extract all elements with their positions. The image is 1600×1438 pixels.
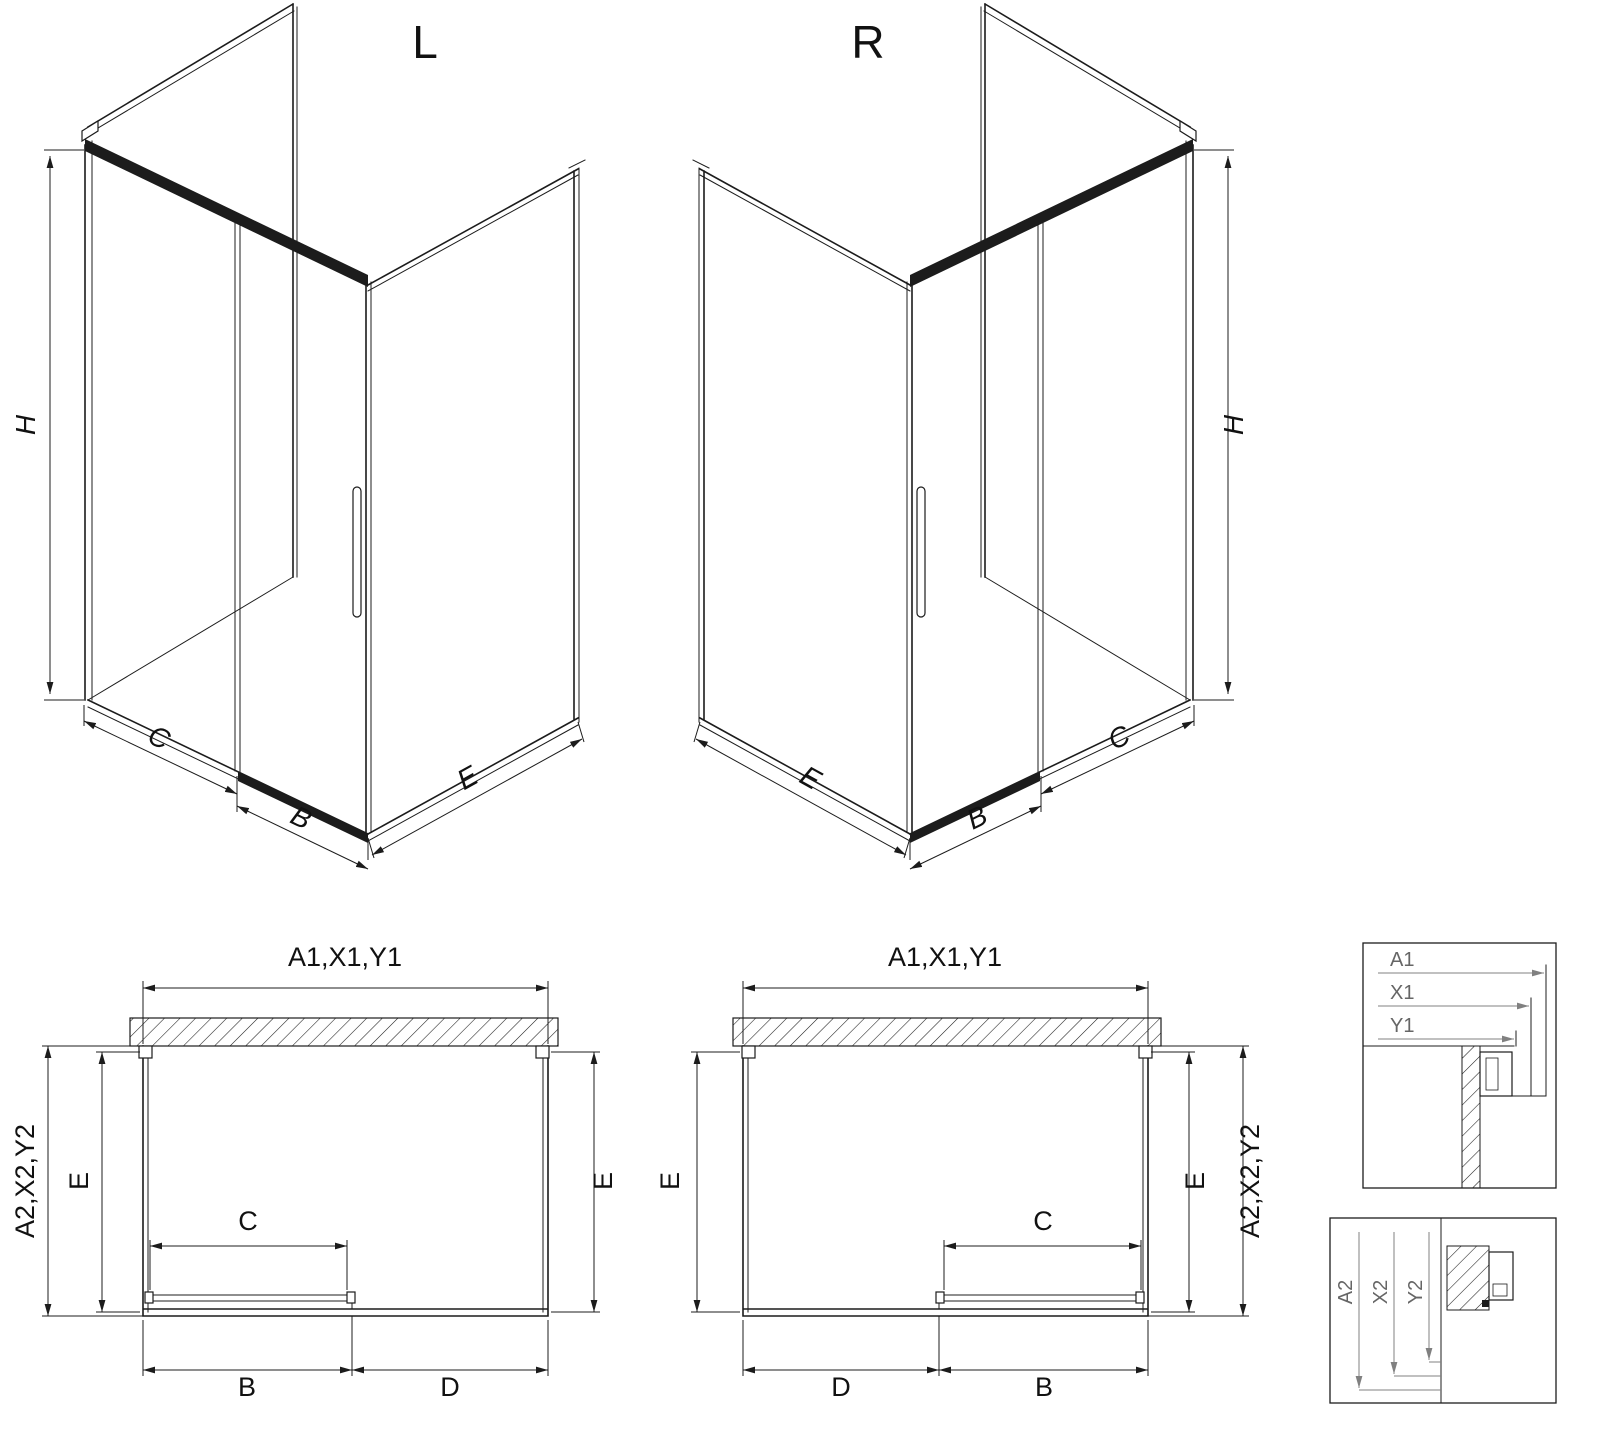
glass-outline-main	[142, 1045, 549, 1317]
glass-edges-secondary	[692, 6, 1191, 842]
plan-view-left: A1,X1,Y1 A2,X2,Y2 E E C B D	[10, 942, 618, 1402]
extension-lines	[42, 981, 600, 1376]
profile-inner	[1485, 1057, 1499, 1091]
detail-view-bottom: A2 X2 Y2	[1329, 1217, 1557, 1404]
iso-view-right: R H C B E	[692, 2, 1249, 870]
door-handle	[352, 486, 362, 618]
variant-label-right: R	[851, 16, 884, 68]
dim-label-e: E	[452, 759, 484, 795]
dim-label-depth: A2,X2,Y2	[1235, 1124, 1265, 1238]
dim-label-c: C	[143, 719, 175, 756]
dim-label-h: H	[1218, 414, 1249, 435]
dim-label-h: H	[10, 414, 41, 435]
profile-block	[1479, 1051, 1513, 1097]
detail-view-top: A1 X1 Y1	[1362, 942, 1557, 1189]
dim-label-width: A1,X1,Y1	[288, 942, 402, 972]
glass-outline-main	[742, 1045, 1149, 1317]
door-roller-left	[144, 1291, 154, 1304]
dim-label-c: C	[238, 1206, 258, 1236]
wall-profile-cap	[1179, 119, 1197, 143]
dim-label-e-right: E	[1180, 1172, 1210, 1190]
dim-label-b: B	[1035, 1372, 1053, 1402]
detail-border	[1329, 1217, 1557, 1404]
dim-label-width: A1,X1,Y1	[888, 942, 1002, 972]
dim-label-a1: A1	[1390, 949, 1414, 971]
profile-inner	[1492, 1283, 1508, 1297]
extension-lines	[691, 981, 1249, 1376]
dim-label-e: E	[795, 760, 827, 796]
dim-label-e-right: E	[588, 1172, 618, 1190]
dim-line-e	[371, 738, 583, 856]
plan-right-glass	[741, 1045, 1153, 1317]
dim-label-c: C	[1103, 719, 1135, 756]
top-rail	[910, 139, 1193, 287]
profile-fastener	[1482, 1300, 1489, 1307]
glass-edges-main	[698, 2, 1194, 836]
dim-line-c	[1040, 720, 1195, 795]
dim-label-a2: A2	[1335, 1280, 1357, 1304]
wall-profile-cap	[81, 119, 99, 143]
detail-geometry	[1362, 964, 1547, 1097]
wall-profile-right	[1138, 1045, 1153, 1059]
wall-section-hatched	[129, 1017, 559, 1047]
wall-section-hatched	[1461, 1045, 1481, 1189]
dim-label-x2: X2	[1370, 1280, 1392, 1304]
iso-right-glass-panels	[692, 2, 1197, 843]
dim-line-b	[909, 805, 1042, 870]
variant-label-left: L	[412, 16, 438, 68]
glass-outline-secondary	[147, 1045, 544, 1313]
dim-line-b	[236, 805, 369, 870]
dim-label-y2: Y2	[1405, 1280, 1427, 1304]
dim-label-b: B	[238, 1372, 256, 1402]
dim-label-d: D	[831, 1372, 851, 1402]
plan-left-dimensions: A1,X1,Y1 A2,X2,Y2 E E C B D	[10, 942, 618, 1402]
wall-section-hatched	[1446, 1245, 1490, 1311]
glass-edges-secondary	[87, 6, 586, 842]
dim-label-y1: Y1	[1390, 1015, 1414, 1037]
door-roller-left	[935, 1291, 945, 1304]
detail-border	[1362, 942, 1557, 1189]
detail-reference-lines	[1359, 1361, 1441, 1391]
iso-view-left: L H C B E	[10, 2, 586, 870]
wall-section-hatched	[732, 1017, 1162, 1047]
wall-profile-left	[138, 1045, 153, 1059]
dim-label-e-left: E	[64, 1172, 94, 1190]
plan-left-glass	[138, 1045, 550, 1317]
dim-label-e-left: E	[655, 1172, 685, 1190]
profile-block	[1488, 1251, 1514, 1301]
glass-outline-secondary	[747, 1045, 1144, 1313]
plan-right-dimensions: A1,X1,Y1 A2,X2,Y2 E E C D B	[655, 942, 1265, 1402]
door-roller-right	[1135, 1291, 1145, 1304]
door-handle	[916, 486, 926, 618]
plan-view-right: A1,X1,Y1 A2,X2,Y2 E E C D B	[655, 942, 1265, 1402]
dim-line-c	[83, 720, 238, 795]
wall-profile-left	[741, 1045, 756, 1059]
top-rail	[85, 139, 368, 287]
dim-label-d: D	[440, 1372, 460, 1402]
dim-label-x1: X1	[1390, 982, 1414, 1004]
dim-label-c: C	[1033, 1206, 1053, 1236]
wall-profile-right	[535, 1045, 550, 1059]
dim-label-depth: A2,X2,Y2	[10, 1124, 40, 1238]
iso-left-glass-panels	[81, 2, 586, 843]
door-roller-right	[346, 1291, 356, 1304]
iso-right-dimensions: H C B E	[693, 149, 1249, 870]
dim-line-e	[695, 738, 907, 856]
glass-edges-main	[84, 2, 580, 836]
